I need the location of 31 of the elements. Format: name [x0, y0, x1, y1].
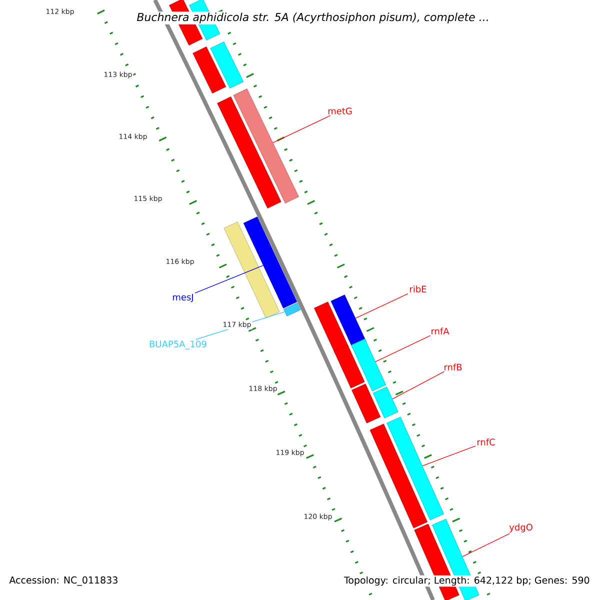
gene-label: ribE: [410, 286, 426, 292]
gene-label: BUAP5A_109: [150, 340, 206, 350]
gene-bar: [372, 386, 398, 418]
leader-line: [272, 115, 331, 144]
gene-label: rnfC: [477, 438, 495, 446]
gene-bar: [351, 338, 386, 392]
gene-bar: [334, 344, 365, 388]
gene-bar: [314, 302, 349, 354]
leader-line: [422, 446, 476, 466]
gene-bar: [352, 384, 381, 424]
gene-label: metG: [328, 108, 352, 114]
gene-bar: [243, 216, 298, 308]
gene-bar: [210, 42, 244, 88]
gene-bar: [192, 46, 226, 94]
leader-line: [375, 335, 431, 362]
gene-label: mesJ: [173, 294, 193, 302]
gene-bar: [386, 416, 444, 520]
accession-text: Accession: NC_011833: [9, 576, 118, 586]
gene-label: rnfA: [432, 328, 450, 334]
genome-info-text: Topology: circular; Length: 642,122 bp; Genes: 590: [342, 575, 591, 587]
gene-bar: [224, 222, 280, 318]
gene-bar: [233, 88, 299, 204]
title: Buchnera aphidicola str. 5A (Acyrthosiphon pisum), complete ...: [136, 12, 490, 24]
gene-label: rnfB: [444, 364, 462, 370]
gene-label: ydgO: [509, 524, 532, 532]
gene-bar: [370, 424, 428, 528]
leader-line: [355, 293, 408, 319]
leader-line: [392, 371, 445, 400]
gene-bar: [217, 96, 282, 208]
leader-line: [194, 265, 264, 294]
gene-bar: [283, 302, 301, 316]
